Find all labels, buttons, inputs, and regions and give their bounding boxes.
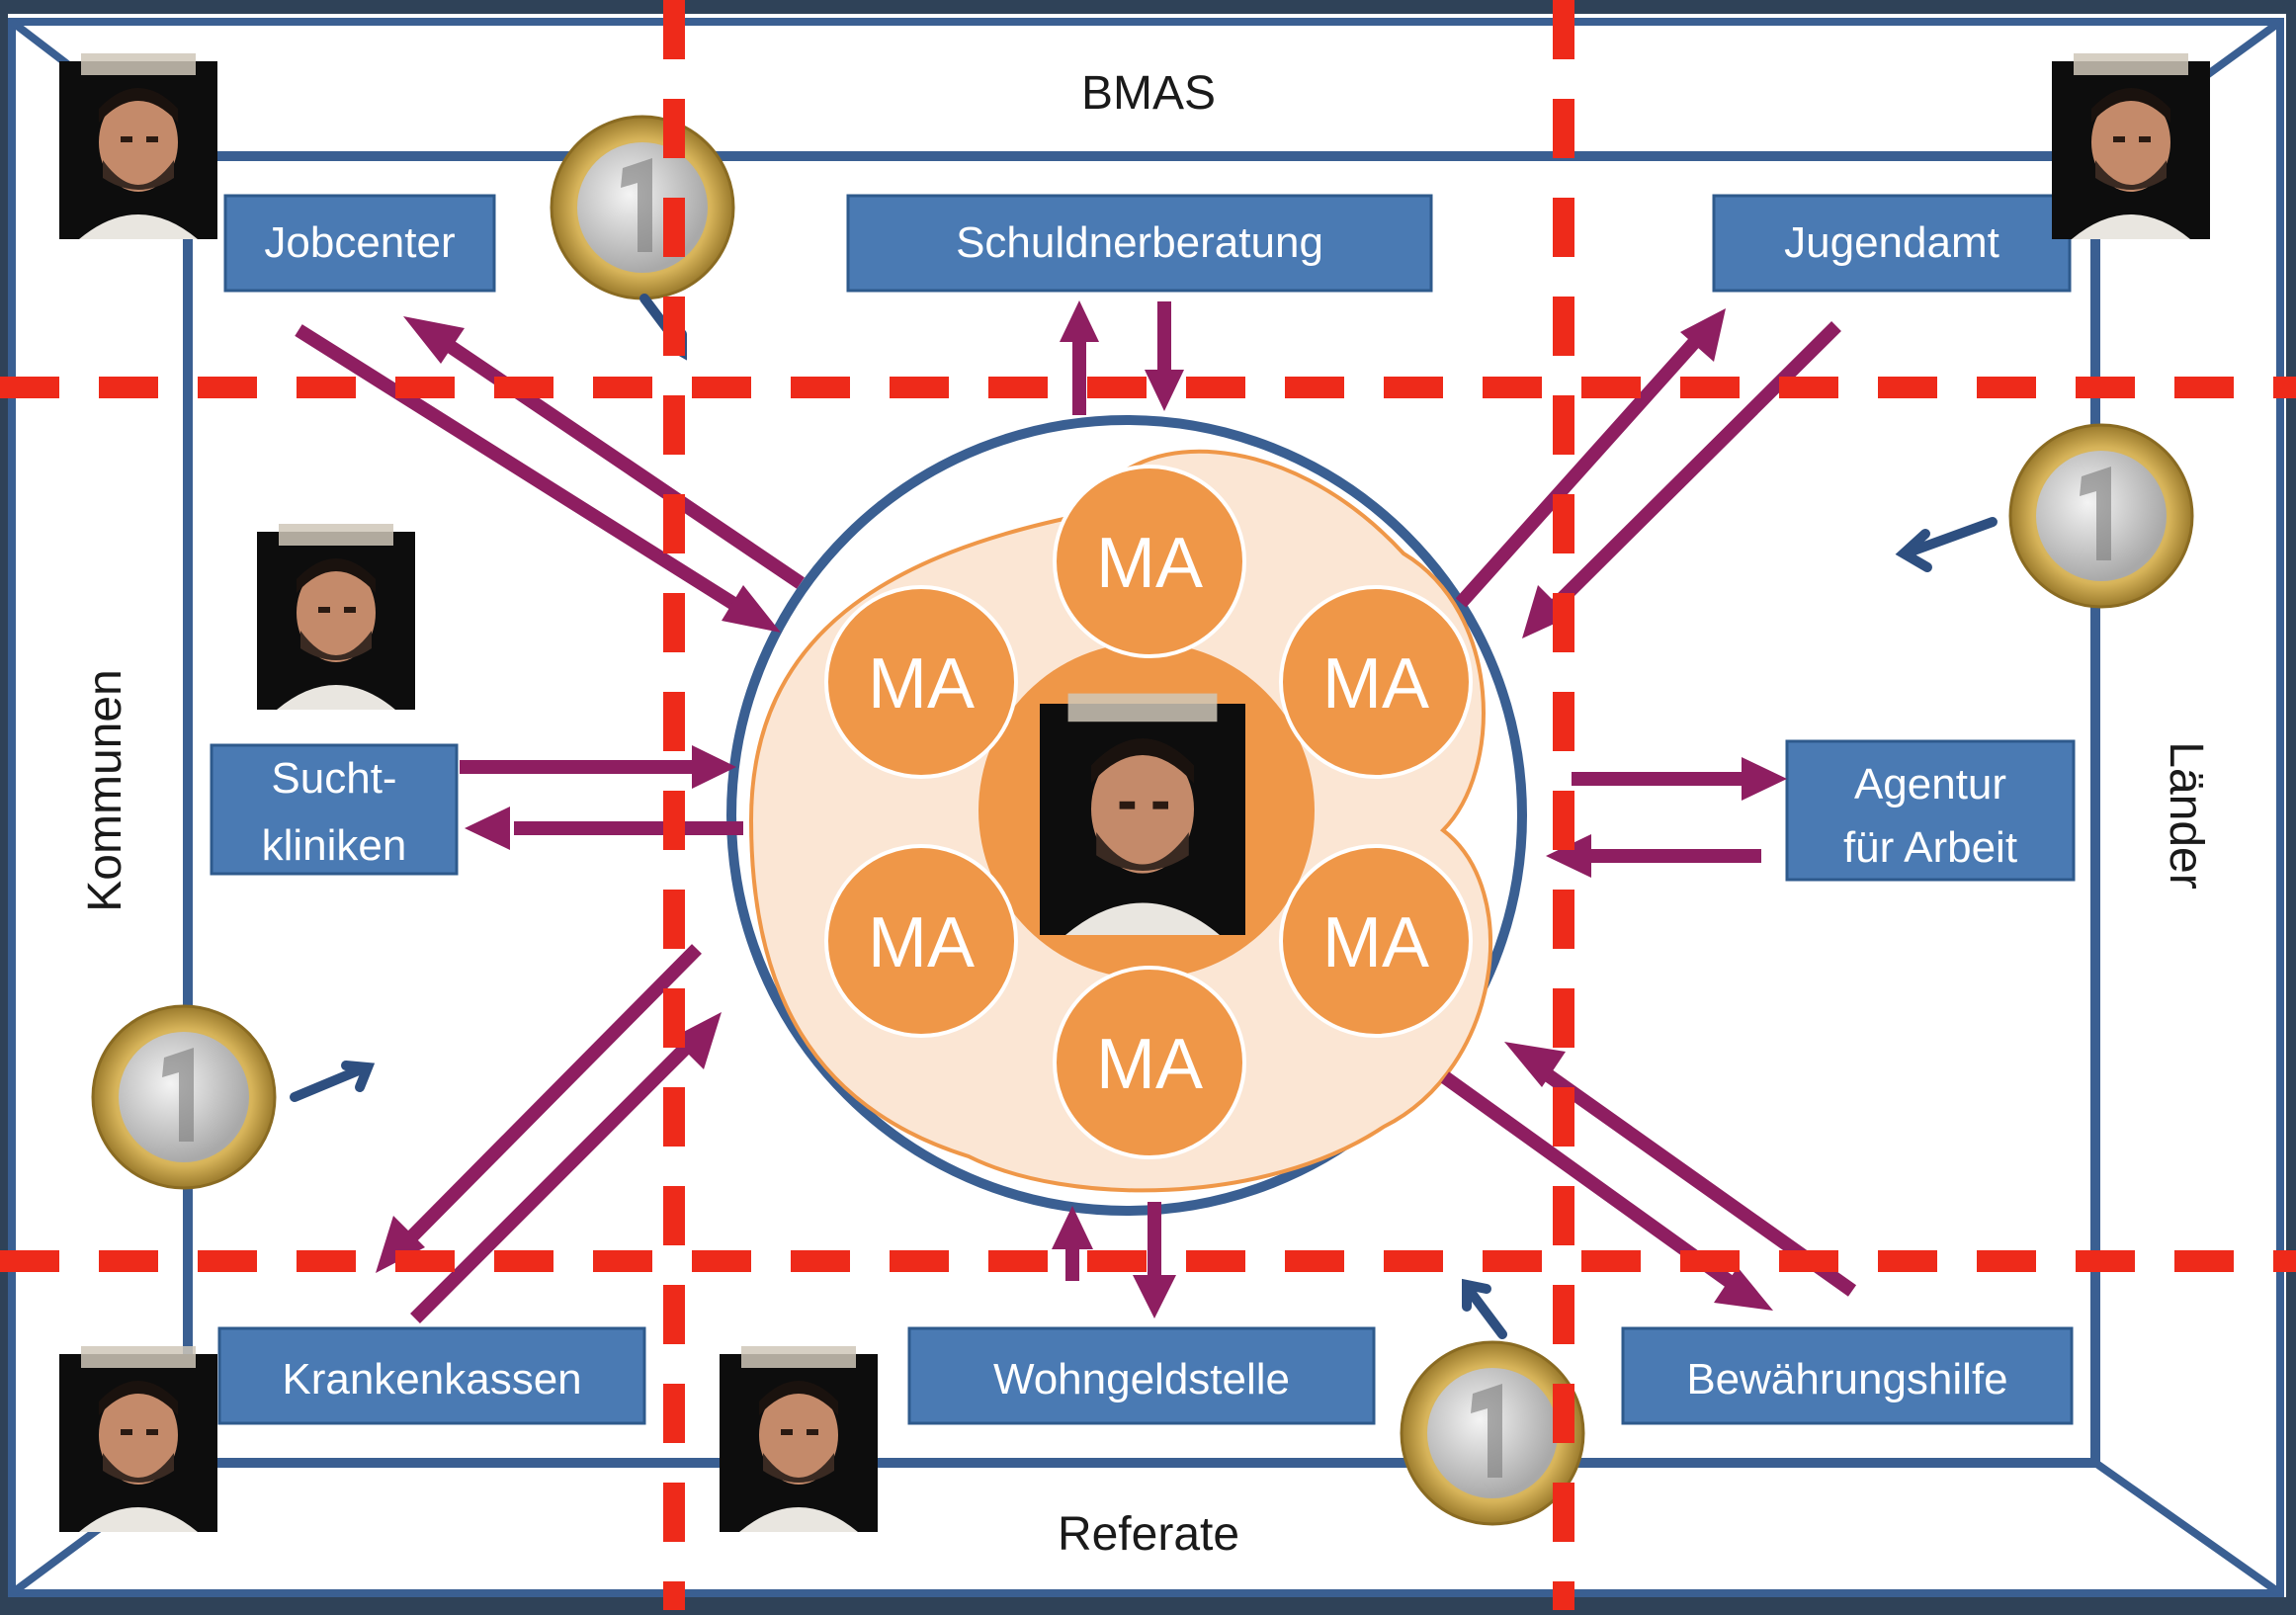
- coin-arrow-bottom: [1462, 1282, 1507, 1339]
- svg-text:Sucht-: Sucht-: [271, 754, 396, 803]
- ma-circle-bottom: MA: [1053, 966, 1246, 1159]
- ma-circle-lower-right: MA: [1279, 844, 1473, 1038]
- frame-corner-br: [2092, 1459, 2283, 1597]
- arrow-krankenkassen-to-center: [410, 1012, 722, 1323]
- arrow-wohngeldstelle-to-center: [1052, 1206, 1093, 1281]
- portrait-top-right: [2052, 53, 2210, 239]
- svg-text:MA: MA: [868, 644, 975, 723]
- ma-circle-lower-left: MA: [824, 844, 1018, 1038]
- outer-frame: [8, 18, 2284, 1597]
- svg-text:kliniken: kliniken: [262, 821, 407, 870]
- svg-text:MA: MA: [868, 903, 975, 982]
- svg-text:Jobcenter: Jobcenter: [264, 218, 455, 267]
- svg-text:MA: MA: [1322, 644, 1429, 723]
- box-suchtkliniken: Sucht- kliniken: [210, 743, 459, 876]
- box-wohngeldstelle: Wohngeldstelle: [907, 1326, 1376, 1425]
- arrow-center-to-suchtkliniken: [465, 807, 743, 850]
- svg-text:Schuldnerberatung: Schuldnerberatung: [956, 218, 1323, 267]
- arrow-center-to-wohngeldstelle: [1133, 1202, 1176, 1318]
- arrow-schuldnerberatung-to-center: [1145, 301, 1184, 411]
- portrait-bottom-center: [720, 1346, 878, 1532]
- arrow-jugendamt-to-center: [1522, 321, 1841, 638]
- svg-text:Jugendamt: Jugendamt: [1784, 218, 1999, 267]
- label-bottom: Referate: [1058, 1508, 1239, 1561]
- arrow-center-to-jugendamt: [1455, 308, 1726, 608]
- box-bewaehrungshilfe: Bewährungshilfe: [1621, 1326, 2074, 1425]
- arrow-center-to-agentur: [1572, 757, 1787, 801]
- box-agentur-fuer-arbeit: Agentur für Arbeit: [1785, 739, 2076, 882]
- svg-text:Bewährungshilfe: Bewährungshilfe: [1686, 1355, 2007, 1403]
- label-left: Kommunen: [79, 669, 131, 911]
- coin-arrow-right: [1901, 517, 1998, 558]
- box-jugendamt: Jugendamt: [1712, 194, 2072, 293]
- arrow-agentur-to-center: [1546, 834, 1761, 878]
- label-right: Länder: [2160, 741, 2212, 889]
- euro-coin-right: [2008, 423, 2194, 609]
- coin-arrow-left: [290, 1062, 371, 1102]
- arrow-jobcenter-to-center: [295, 324, 781, 633]
- arrow-center-to-schuldnerberatung: [1060, 300, 1099, 415]
- box-krankenkassen: Krankenkassen: [217, 1326, 646, 1425]
- arrow-suchtkliniken-to-center: [460, 745, 736, 789]
- ma-circle-upper-left: MA: [824, 585, 1018, 779]
- svg-text:Agentur: Agentur: [1854, 760, 2006, 808]
- portrait-center: [1040, 693, 1245, 935]
- euro-coin-top: [550, 115, 735, 300]
- svg-text:Wohngeldstelle: Wohngeldstelle: [993, 1355, 1290, 1403]
- euro-coin-left: [91, 1004, 277, 1190]
- portrait-top-left: [59, 53, 217, 239]
- arrow-center-to-krankenkassen: [376, 944, 702, 1273]
- label-top: BMAS: [1081, 67, 1216, 120]
- ma-circle-top: MA: [1053, 465, 1246, 658]
- ma-circle-upper-right: MA: [1279, 585, 1473, 779]
- svg-text:für Arbeit: für Arbeit: [1843, 823, 2017, 872]
- box-schuldnerberatung: Schuldnerberatung: [846, 194, 1433, 293]
- svg-text:Krankenkassen: Krankenkassen: [282, 1355, 581, 1403]
- svg-text:MA: MA: [1096, 524, 1203, 603]
- svg-text:MA: MA: [1096, 1025, 1203, 1104]
- svg-text:MA: MA: [1322, 903, 1429, 982]
- portrait-left: [257, 524, 415, 710]
- box-jobcenter: Jobcenter: [223, 194, 496, 293]
- portrait-bottom-left: [59, 1346, 217, 1532]
